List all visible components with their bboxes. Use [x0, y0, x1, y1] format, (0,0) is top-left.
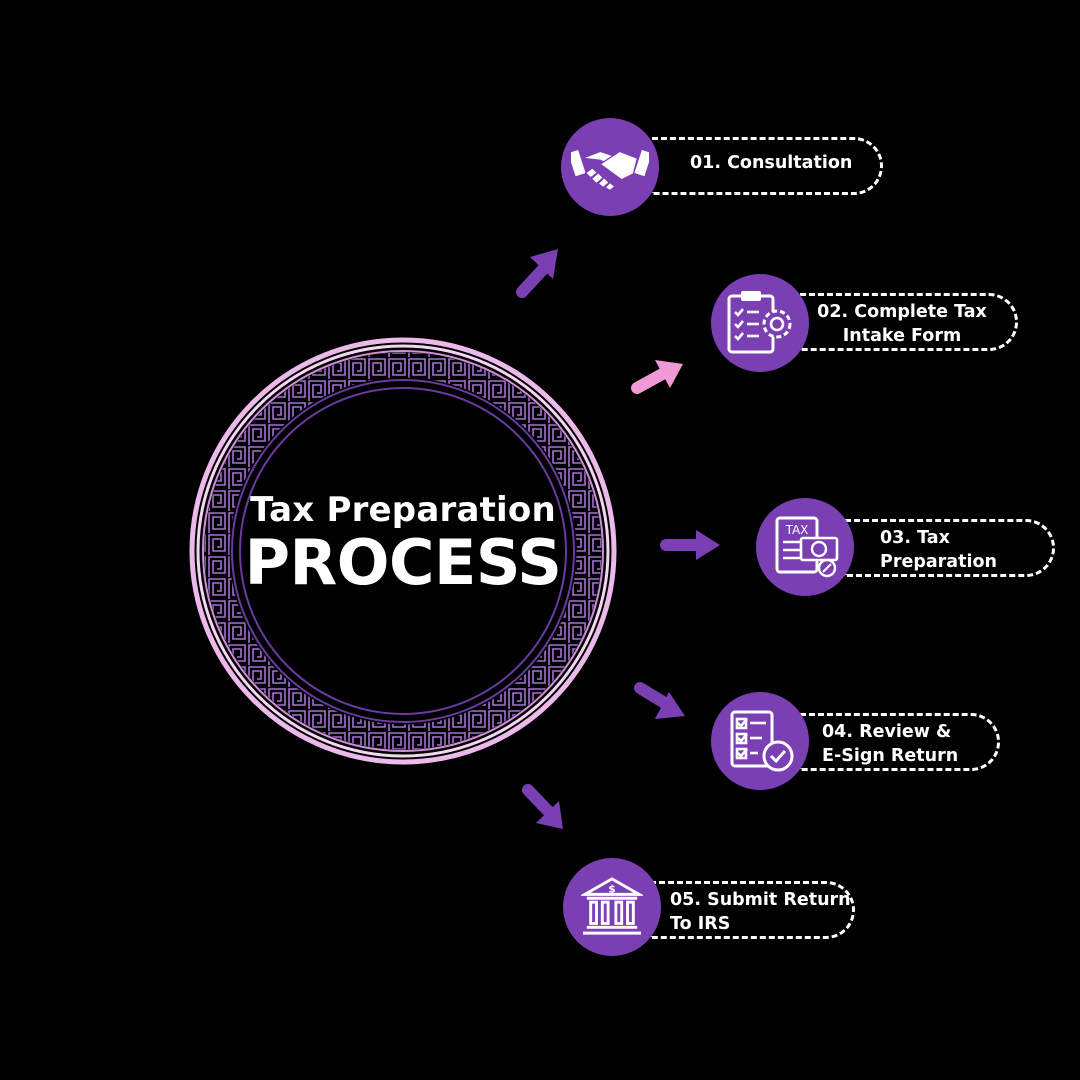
- arrow-to-step-3: [660, 530, 720, 560]
- step-2-icon-circle: [711, 274, 809, 372]
- step-3-label-line2: Preparation: [880, 552, 997, 572]
- step-5-label-line2: To IRS: [670, 914, 731, 934]
- step-4-label: 04. Review & E-Sign Return: [822, 720, 958, 768]
- step-4-label-line2: E-Sign Return: [822, 746, 959, 766]
- step-2-label: 02. Complete Tax Intake Form: [812, 300, 992, 348]
- step-4-icon-circle: [711, 692, 809, 790]
- arrow-to-step-5: [522, 784, 563, 829]
- arrow-to-step-1: [516, 249, 558, 298]
- step-1-label-line1: 01. Consultation: [690, 153, 853, 173]
- step-3-label-box: [845, 519, 1055, 577]
- step-5-label-box: [650, 881, 855, 939]
- hub-title: PROCESS: [244, 526, 562, 599]
- clipboard-gear-icon: [727, 291, 792, 354]
- center-ring: [189, 337, 617, 765]
- step-2-label-line1: 02. Complete Tax: [817, 302, 987, 322]
- step-2-label-line2: Intake Form: [842, 326, 962, 346]
- hub-subtitle: Tax Preparation: [250, 490, 556, 530]
- step-2-label-box: [800, 293, 1018, 351]
- arrow-to-step-2: [631, 360, 683, 394]
- step-5-label-line1: 05. Submit Return: [670, 890, 851, 910]
- step-4-label-box: [800, 713, 1000, 771]
- arrow-to-step-4: [634, 682, 685, 719]
- checklist-check-icon: [730, 710, 794, 772]
- step-4-label-line1: 04. Review &: [822, 722, 952, 742]
- step-1-label: 01. Consultation: [690, 151, 852, 175]
- tax-document-icon: TAX: [775, 516, 839, 578]
- step-3-label-line1: 03. Tax: [880, 528, 950, 548]
- svg-text:$: $: [608, 882, 615, 895]
- step-5-icon-circle: [563, 858, 661, 956]
- step-1-label-box: [652, 137, 883, 195]
- bank-icon: $: [581, 877, 643, 935]
- step-3-label: 03. Tax Preparation: [880, 526, 997, 574]
- svg-text:TAX: TAX: [785, 523, 809, 537]
- step-5-label: 05. Submit Return To IRS: [670, 888, 851, 936]
- handshake-icon: [571, 148, 649, 192]
